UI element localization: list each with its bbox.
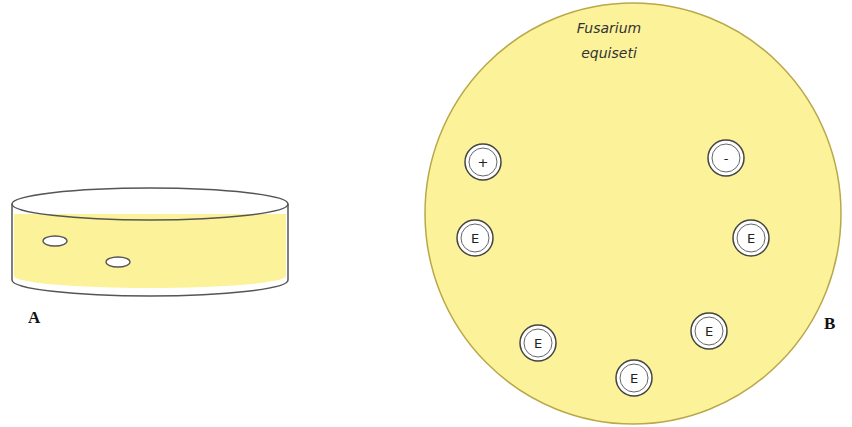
agar-well: E xyxy=(519,324,557,362)
agar-well: E xyxy=(732,219,770,257)
well-label: E xyxy=(456,219,494,257)
well-label: E xyxy=(519,324,557,362)
dish-rim xyxy=(12,188,288,220)
well-label: + xyxy=(464,143,502,181)
well-label: E xyxy=(690,312,728,350)
petri-plate: Fusarium equiseti+-EEEEE xyxy=(424,2,842,425)
well-label: E xyxy=(732,219,770,257)
well-label: E xyxy=(615,359,653,397)
panel-label: A xyxy=(28,308,40,328)
agar-well: E xyxy=(690,312,728,350)
agar-well: E xyxy=(456,219,494,257)
agar-well: E xyxy=(615,359,653,397)
agar-well xyxy=(106,257,130,267)
agar-medium xyxy=(14,214,286,288)
dish-wall xyxy=(12,204,288,296)
panel-label: B xyxy=(824,314,835,334)
agar-well xyxy=(43,236,67,246)
agar-well: + xyxy=(464,143,502,181)
agar-well: - xyxy=(707,139,745,177)
organism-name: Fusarium equiseti xyxy=(554,16,664,66)
well-label: - xyxy=(707,139,745,177)
